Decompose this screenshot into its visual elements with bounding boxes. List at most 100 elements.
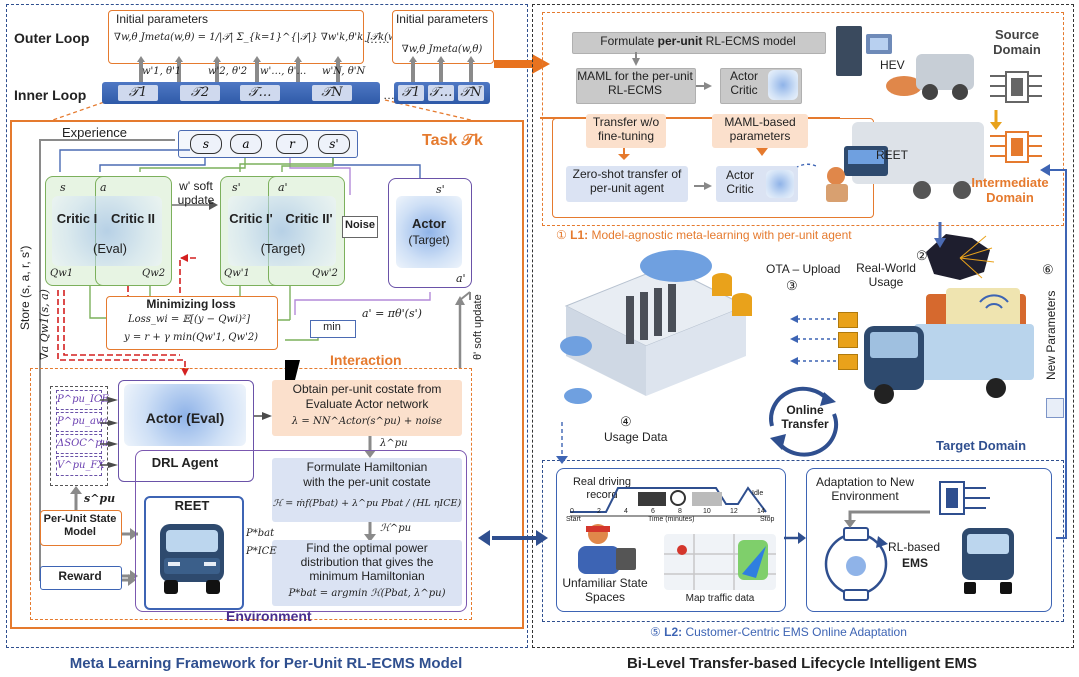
maml-params-label: MAML-based parameters	[724, 115, 796, 143]
data-package-3	[838, 354, 858, 370]
zero-shot-label: Zero-shot transfer of per-unit agent	[572, 167, 682, 195]
noise-box	[342, 216, 378, 238]
obtain-costate-2: Evaluate Actor network	[305, 397, 429, 411]
ems-cycle-illustration	[824, 527, 888, 601]
actor-critic-label: Actor Critic	[729, 69, 758, 97]
step-2: ②	[916, 248, 928, 263]
driver-illustration	[578, 524, 636, 574]
critic-eval-q1: Qw1	[50, 268, 74, 279]
time-tick-10: 10	[703, 508, 711, 515]
obtain-costate-1: Obtain per-unit costate from	[292, 382, 442, 396]
task-1: 𝒯1	[118, 85, 158, 101]
actor-target-sub: (Target)	[408, 233, 450, 247]
driving-record-chart	[570, 486, 770, 517]
ems-label: EMS	[902, 556, 929, 570]
idle-label: Idle	[752, 490, 764, 497]
transfer-wo-box	[586, 114, 666, 148]
param-label-2: w'2, θ'2	[208, 66, 248, 77]
critic-target-sub: (Target)	[260, 241, 306, 256]
meta-gradient-formula: ∇w,θ Jmeta(w,θ) = 1/|𝒯| Σ_{k=1}^{|𝒯|} ∇w…	[114, 32, 428, 43]
noise-label: Noise	[345, 219, 375, 231]
intermediate-domain-label: Intermediate Domain	[971, 175, 1049, 205]
critic-eval-s: s	[60, 181, 66, 194]
usage-data-label: Usage Data	[604, 430, 668, 444]
formulate-hamiltonian-box	[272, 458, 462, 522]
min-loss-title: Minimizing loss	[146, 297, 236, 311]
reward-label: Reward	[58, 569, 102, 583]
rl-based-label: RL-based	[888, 540, 941, 554]
actor-critic-label-2: Actor Critic	[725, 168, 754, 196]
action-eq: a' = πθ'(s')	[362, 307, 422, 320]
per-unit-model-box	[40, 510, 122, 546]
ota-upload-label: OTA – Upload	[766, 262, 841, 276]
maml-params-box	[712, 114, 808, 148]
chip-icon-blue	[939, 481, 990, 515]
lambda-pu: λ^pu	[380, 438, 408, 449]
min-loss-box	[106, 296, 278, 350]
find-optimal-box	[272, 540, 462, 606]
l2-caption: ⑤ L2: Customer-Centric EMS Online Adapta…	[650, 625, 907, 639]
actor-target-a: a'	[456, 272, 466, 285]
input-v-fx: V^pu_FX	[56, 456, 105, 476]
data-center-illustration	[560, 250, 752, 404]
real-driving-record-label: Real driving record	[572, 476, 632, 501]
actor-critic-network-icon-2	[766, 170, 794, 198]
param-arrows	[50, 56, 475, 120]
task-small-2: 𝒯…	[428, 85, 454, 101]
task-2: 𝒯2	[180, 85, 220, 101]
y-eq: y = r + γ min(Qw'1, Qw'2)	[124, 332, 259, 343]
truck-icon	[160, 524, 224, 594]
time-axis-label: Time (minutes)	[648, 516, 695, 523]
time-tick-2: 2	[597, 508, 601, 515]
chip-icon-orange	[990, 131, 1042, 163]
actor-eval-network-icon	[124, 384, 246, 446]
task-dots: 𝒯…	[240, 85, 280, 101]
meta-gradient-formula-2: ∇w,θ Jmeta(w,θ)	[401, 44, 483, 55]
reet-lab-illustration	[826, 122, 984, 202]
initial-params-title: Initial parameters	[116, 12, 209, 26]
task-n: 𝒯N	[312, 85, 352, 101]
critic-eval-q2: Qw2	[142, 268, 166, 279]
costate-eq: λ = NN^Actor(s^pu) + noise	[291, 416, 443, 427]
source-domain-label: Source Domain	[993, 27, 1041, 57]
hamiltonian-eq: ℋ = ṁf(Pbat) + λ^pu Pbat / (HL ηICE)	[272, 498, 462, 509]
adaptation-label: Adaptation to New Environment	[815, 475, 915, 503]
maml-label: MAML for the per-unit RL-ECMS	[577, 69, 693, 97]
find-opt-2: distribution that gives the	[300, 555, 434, 569]
reward-box	[40, 566, 122, 590]
left-caption: Meta Learning Framework for Per-Unit RL-…	[69, 655, 463, 672]
state-a: a	[230, 134, 262, 154]
start-label: Start	[566, 516, 581, 523]
time-tick-4: 4	[624, 508, 628, 515]
soft-update-label: w' soft update	[177, 179, 215, 207]
outer-loop-label: Outer Loop	[14, 30, 90, 46]
s-pu-label: s^pu	[84, 492, 116, 505]
task-small-1: 𝒯1	[398, 85, 424, 101]
drl-agent-label: DRL Agent	[151, 455, 219, 470]
data-package-1	[838, 312, 858, 328]
initial-params-title-2: Initial parameters	[395, 12, 489, 26]
obtain-costate-box	[272, 380, 462, 436]
upload-dashed-arrows	[790, 315, 836, 365]
min-box	[310, 320, 356, 338]
feedback-arrow	[844, 510, 930, 528]
experience-label: Experience	[62, 125, 128, 140]
argmin-eq: P*bat = argmin ℋ(Pbat, λ^pu)	[288, 588, 446, 599]
environment-frame	[135, 450, 467, 612]
chip-icon	[990, 71, 1042, 103]
real-world-usage-label: Real-World Usage	[856, 261, 916, 289]
task-k-frame	[10, 120, 524, 629]
critic-eval-a: a	[100, 181, 107, 194]
critic-1-label: Critic I	[56, 211, 98, 226]
ems-truck-icon	[962, 528, 1014, 594]
hev-label: HEV	[880, 58, 905, 72]
h-pu: ℋ^pu	[380, 523, 412, 534]
map-illustration	[664, 534, 776, 590]
l2-flow-arrow	[784, 532, 806, 544]
inner-loop-label: Inner Loop	[14, 87, 87, 103]
find-opt-3: minimum Hamiltonian	[309, 569, 425, 583]
time-tick-14: 14	[757, 508, 765, 515]
critic-target-q2: Qw'2	[312, 268, 338, 279]
critic-2-label: Critic II	[110, 211, 156, 226]
actor-eval-label: Actor (Eval)	[145, 410, 225, 426]
